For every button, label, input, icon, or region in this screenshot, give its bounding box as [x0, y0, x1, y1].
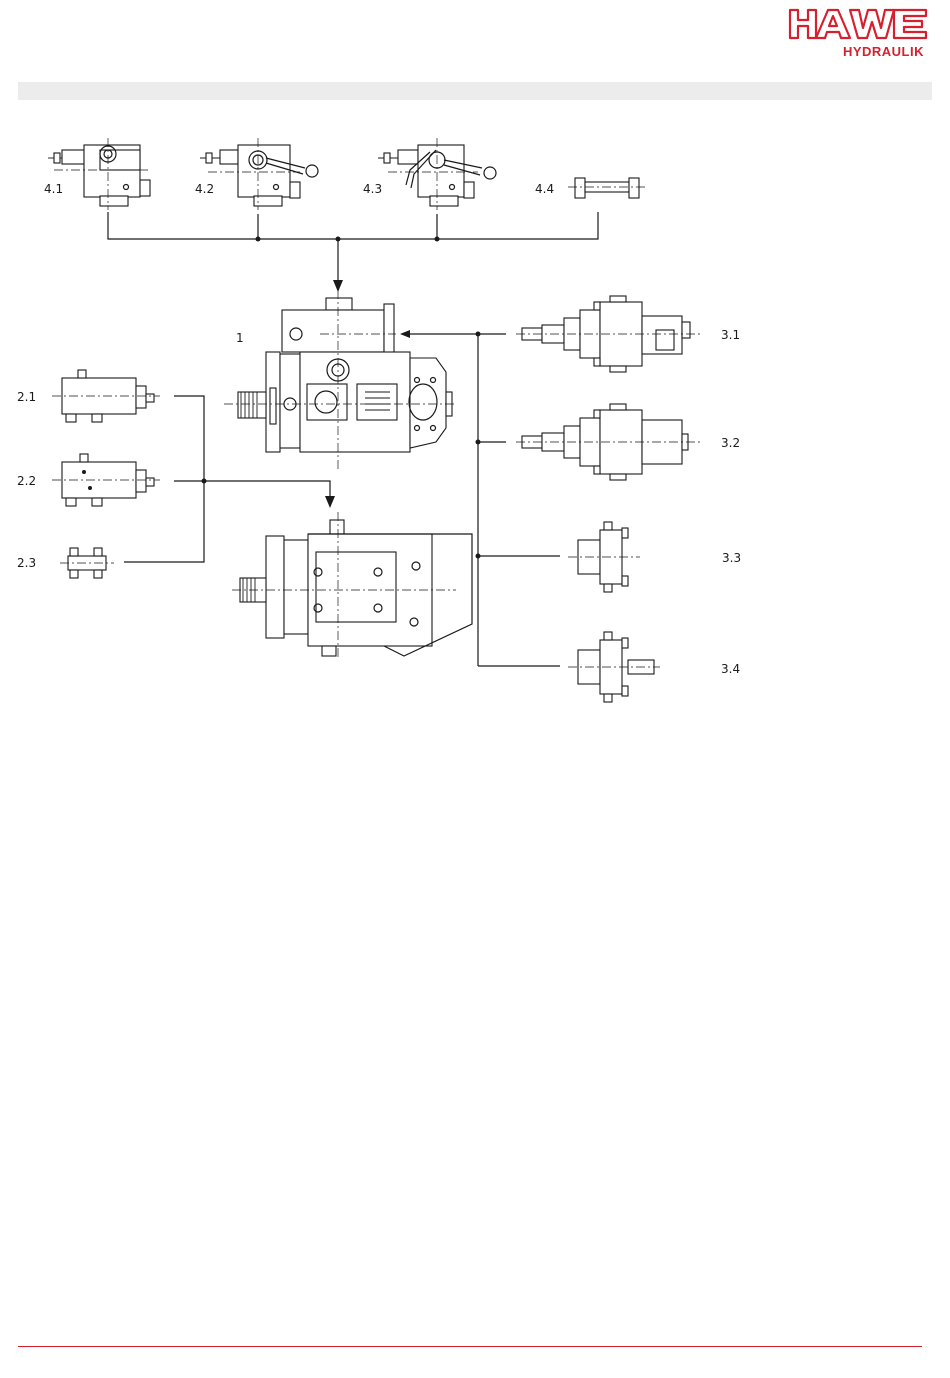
component-4-4 [568, 178, 646, 198]
component-3-3 [568, 522, 640, 592]
label-3-4: 3.4 [721, 662, 740, 676]
label-4-3: 4.3 [363, 182, 382, 196]
component-4-3 [378, 138, 496, 210]
label-3-1: 3.1 [721, 328, 740, 342]
label-4-4: 4.4 [535, 182, 554, 196]
component-3-4 [568, 632, 660, 702]
label-2-3: 2.3 [17, 556, 36, 570]
footer-rule [18, 1346, 922, 1347]
component-3-2 [516, 404, 700, 480]
label-2-1: 2.1 [17, 390, 36, 404]
component-2-3 [60, 548, 114, 578]
component-2-1 [52, 370, 160, 422]
label-3-2: 3.2 [721, 436, 740, 450]
label-3-3: 3.3 [722, 551, 741, 565]
label-1: 1 [236, 331, 244, 345]
component-4-1 [48, 138, 150, 210]
main-pump-side-view [232, 512, 472, 660]
hydraulic-pump-assembly-diagram: 4.1 4.2 4.3 4.4 [0, 0, 950, 760]
main-pump-top-view [224, 290, 456, 470]
component-2-2 [52, 454, 160, 506]
component-4-2 [200, 138, 318, 210]
label-2-2: 2.2 [17, 474, 36, 488]
component-3-1 [516, 296, 700, 372]
top-connector-lines [108, 212, 598, 292]
label-4-2: 4.2 [195, 182, 214, 196]
label-4-1: 4.1 [44, 182, 63, 196]
